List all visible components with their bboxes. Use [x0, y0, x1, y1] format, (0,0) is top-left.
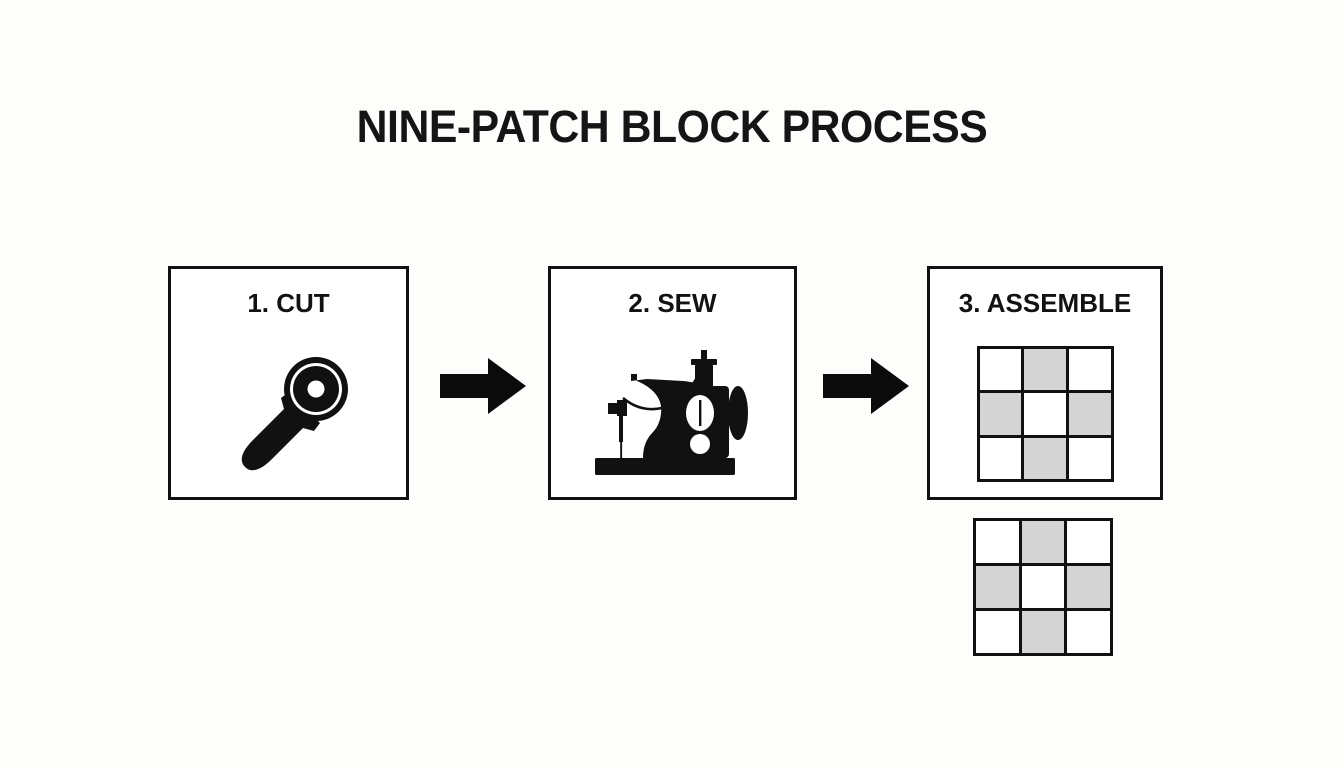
- patch-cell-r1c3: [1067, 521, 1110, 563]
- patch-cell-r3c2: [1024, 437, 1066, 479]
- patch-cell-r2c3: [1068, 393, 1111, 435]
- patch-cell-r2c1: [979, 393, 1022, 435]
- patch-cell-r3c2: [1021, 611, 1065, 653]
- patch-cell-r1c3: [1068, 349, 1111, 391]
- arrow-step1-to-step2: [440, 358, 526, 414]
- step-card-assemble[interactable]: 3. ASSEMBLE: [927, 266, 1163, 500]
- sewing-machine-icon: [587, 346, 759, 478]
- step-art-cut: [171, 327, 406, 497]
- step-label-assemble: 3. ASSEMBLE: [958, 288, 1132, 318]
- step-card-cut[interactable]: 1. CUT: [168, 266, 409, 500]
- patch-cell-r1c2: [1021, 521, 1065, 563]
- step-label-sew: 2. SEW: [628, 288, 717, 318]
- patch-cell-r3c3: [1067, 611, 1110, 653]
- step-label-cut: 1. CUT: [247, 288, 330, 318]
- patch-cell-r2c1: [976, 566, 1019, 608]
- patch-cell-r1c2: [1024, 349, 1066, 391]
- patch-cell-r2c2: [1021, 566, 1065, 608]
- step-card-sew[interactable]: 2. SEW: [548, 266, 797, 500]
- patch-cell-r1c1: [976, 521, 1019, 563]
- step-art-sew: [551, 327, 794, 497]
- patch-cell-r2c3: [1067, 566, 1110, 608]
- patch-cell-r3c1: [979, 437, 1022, 479]
- arrow-step2-to-step3: [823, 358, 909, 414]
- step-art-assemble: [930, 327, 1160, 497]
- patch-cell-r3c1: [976, 611, 1019, 653]
- patch-cell-r1c1: [979, 349, 1022, 391]
- patch-cell-r3c3: [1068, 437, 1111, 479]
- page-title: NINE-PATCH BLOCK PROCESS: [356, 101, 988, 152]
- nine-patch-grid-icon: [976, 346, 1114, 482]
- patch-cell-r2c2: [1024, 393, 1066, 435]
- nine-patch-finished-block: [973, 518, 1113, 656]
- rotary-cutter-icon: [219, 340, 359, 485]
